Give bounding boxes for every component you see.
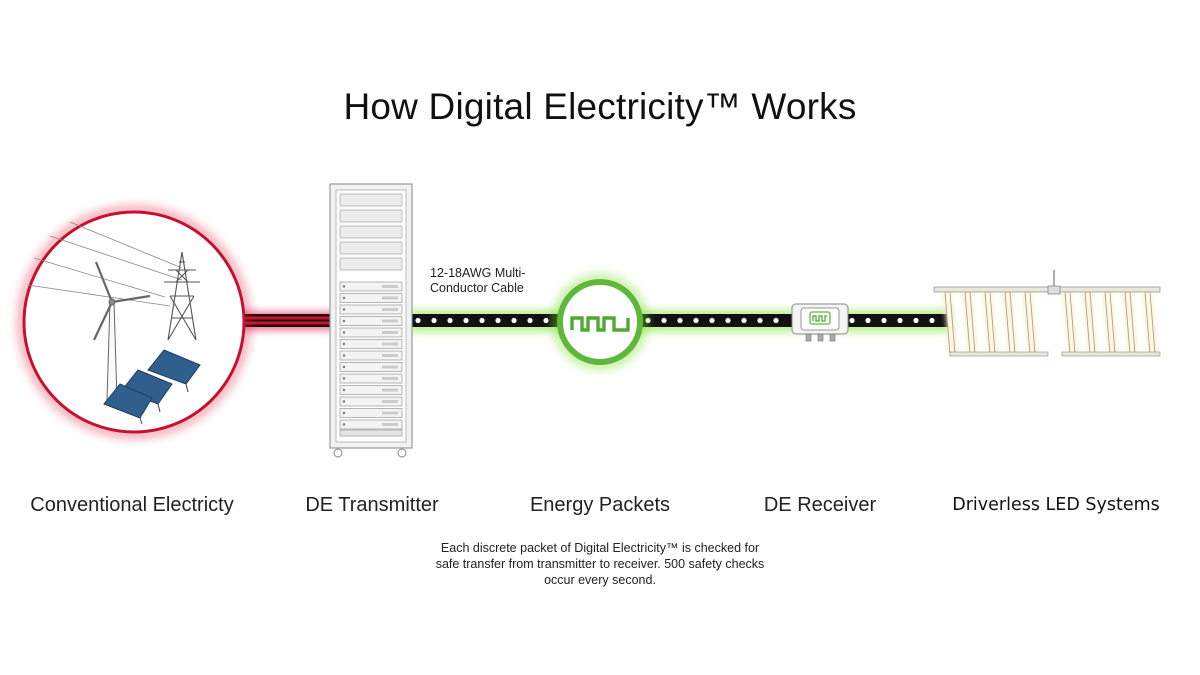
energy-packet-badge [553,275,647,369]
energy-dot [881,317,887,324]
energy-dot [865,317,871,324]
rack-unit [339,419,403,430]
rack-unit [339,362,403,372]
energy-dot [741,317,747,324]
stage-label-conventional: Conventional Electricty [30,494,234,516]
stage-label-led: Driverless LED Systems [952,495,1160,515]
rack-unit [339,408,403,418]
energy-dot [543,317,549,324]
rack-unit [339,339,403,349]
rack-unit [339,304,403,315]
energy-dot [527,317,533,324]
energy-dot [447,317,453,324]
energy-dot [415,317,421,324]
energy-dot [709,317,715,324]
energy-dot [661,317,667,324]
stage-label-transmitter: DE Transmitter [305,494,439,516]
rack-unit [339,293,403,303]
energy-dot [757,317,763,324]
energy-dot [463,317,469,324]
rack-unit [339,281,403,292]
energy-dot [773,317,779,324]
server-rack-icon [329,183,413,458]
page-title: How Digital Electricity™ Works [343,86,857,127]
rack-unit [339,193,403,207]
receiver-box-icon [791,303,849,342]
energy-dot [677,317,683,324]
conventional-source-illustration [18,206,250,438]
rack-unit [339,373,403,384]
packet-description: Each discrete packet of Digital Electric… [435,541,765,587]
stage-label-receiver: DE Receiver [763,494,877,516]
energy-dot [913,317,919,324]
rack-unit [339,225,403,239]
led-grow-light-icon [933,270,1161,357]
rack-unit [339,209,403,223]
stage-label-packets: Energy Packets [529,494,671,516]
rack-unit [339,241,403,255]
ac-cable [240,311,335,331]
energy-dot [495,317,501,324]
energy-dot [849,317,855,324]
solar-panel-icon [103,349,201,425]
rack-unit [339,385,403,395]
rack-unit [339,350,403,361]
cable-label: 12-18AWG Multi-Conductor Cable [430,266,526,295]
rack-unit [339,327,403,338]
energy-dot [929,317,935,324]
rack-units [339,193,403,437]
energy-dot [479,317,485,324]
power-lines [27,221,183,307]
energy-dot [511,317,517,324]
rack-unit [339,257,403,271]
energy-dot [725,317,731,324]
led-bars [943,291,1161,357]
rack-unit [339,396,403,407]
energy-dot [897,317,903,324]
energy-dot [431,317,437,324]
power-tower-icon [164,251,200,341]
rack-unit [339,316,403,326]
energy-dot [693,317,699,324]
square-wave-icon [570,316,630,332]
